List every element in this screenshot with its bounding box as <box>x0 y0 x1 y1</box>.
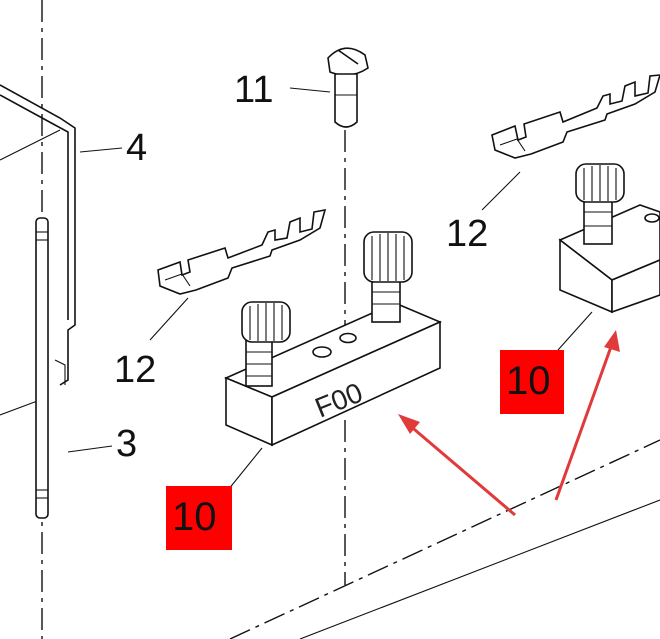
leader-10-left <box>227 447 263 491</box>
part-12-clip-left <box>157 208 327 295</box>
leader-12-right <box>481 171 521 211</box>
callout-12-left: 12 <box>114 349 156 391</box>
part-10-block-left <box>223 231 443 447</box>
callout-11: 11 <box>234 69 273 111</box>
highlight-box-right <box>500 350 564 414</box>
highlight-box-left <box>166 486 232 550</box>
callout-4: 4 <box>126 127 147 169</box>
base-edge-line <box>299 499 660 639</box>
highlight-callout-10-left: 10 <box>172 495 217 539</box>
callout-12-right: 12 <box>446 213 488 255</box>
leader-3 <box>67 445 113 453</box>
base-line-dashed <box>229 439 660 639</box>
part-12-clip-right <box>491 74 660 159</box>
callout-3: 3 <box>116 423 137 465</box>
highlight-callout-10-right: 10 <box>506 359 551 403</box>
part-4-plate <box>0 84 76 416</box>
part-3-rod <box>35 217 49 519</box>
part-10-block-right <box>558 163 660 314</box>
arrow-to-left-block <box>398 414 516 517</box>
leader-12-left <box>149 297 189 341</box>
leader-10-right <box>557 311 593 351</box>
part-11-screw <box>327 47 369 128</box>
arrow-to-right-block <box>554 330 620 501</box>
leader-11 <box>289 87 331 93</box>
leader-4 <box>79 147 123 153</box>
